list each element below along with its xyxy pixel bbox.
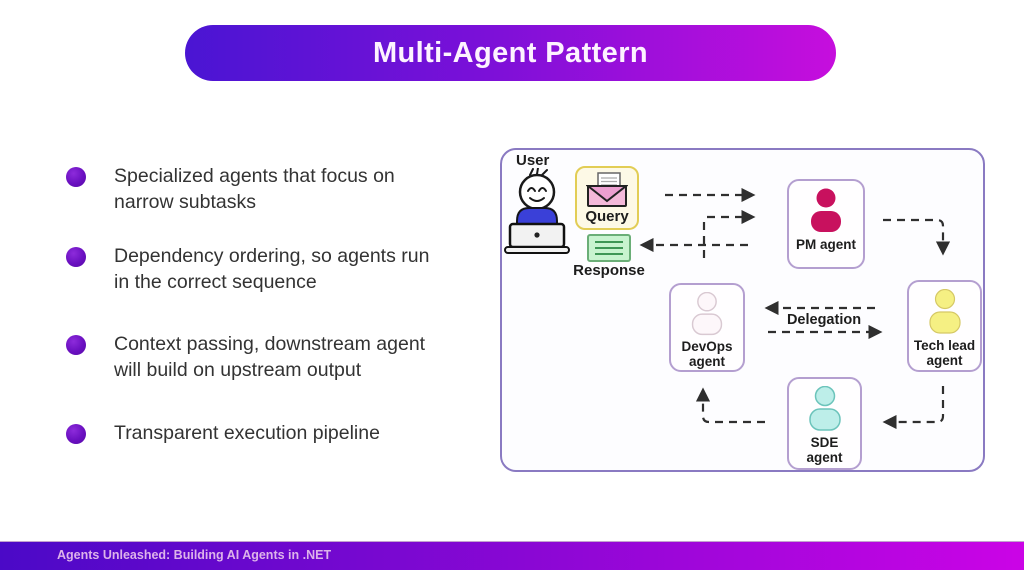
bullet-text: Specialized agents that focus on narrow … [114,165,395,213]
bullet-text: Context passing, downstream agent will b… [114,333,426,381]
diagram-connectors [639,187,951,430]
bullet-dot [66,335,86,355]
response-document-icon [587,234,631,262]
arrow-sde-to-devops [695,387,765,424]
devops-agent-person-icon [691,292,723,336]
multi-agent-diagram: User Query Response Delegation [500,148,985,472]
tech-lead-agent-label: Tech lead agent [913,338,976,368]
pm-agent-box: PM agent [787,179,865,269]
footer-bar: Agents Unleashed: Building AI Agents in … [0,541,1024,570]
bullet-item: Specialized agents that focus on narrow … [66,163,486,215]
user-label: User [516,152,550,169]
tech-lead-agent-box: Tech lead agent [907,280,982,372]
query-box: Query [575,166,639,230]
bullet-text: Dependency ordering, so agents run in th… [114,245,430,293]
delegation-label: Delegation [786,312,862,328]
page-title: Multi-Agent Pattern [372,36,649,69]
user-at-laptop-icon [504,168,570,254]
arrow-pm-to-techlead [883,218,951,256]
bullet-item: Transparent execution pipeline [66,420,486,446]
arrow-techlead-to-sde [882,386,945,430]
response-label: Response [573,262,645,279]
tech-lead-agent-person-icon [928,289,961,334]
footer-text: Agents Unleashed: Building AI Agents in … [57,548,332,562]
bullet-item: Dependency ordering, so agents run in th… [66,243,486,295]
pm-agent-person-icon [811,188,841,232]
sde-agent-person-icon [808,386,841,431]
bullet-text: Transparent execution pipeline [114,422,380,444]
pm-agent-label: PM agent [795,237,856,252]
title-banner: Multi-Agent Pattern [185,25,836,81]
bullet-dot [66,424,86,444]
envelope-query-icon [586,172,628,207]
bullet-dot [66,167,86,187]
query-label: Query [585,208,629,225]
sde-agent-box: SDE agent [787,377,862,470]
devops-agent-label: DevOps agent [681,339,733,370]
bullet-dot [66,247,86,267]
bullet-item: Context passing, downstream agent will b… [66,331,486,383]
devops-agent-box: DevOps agent [669,283,745,372]
sde-agent-label: SDE agent [806,435,843,465]
